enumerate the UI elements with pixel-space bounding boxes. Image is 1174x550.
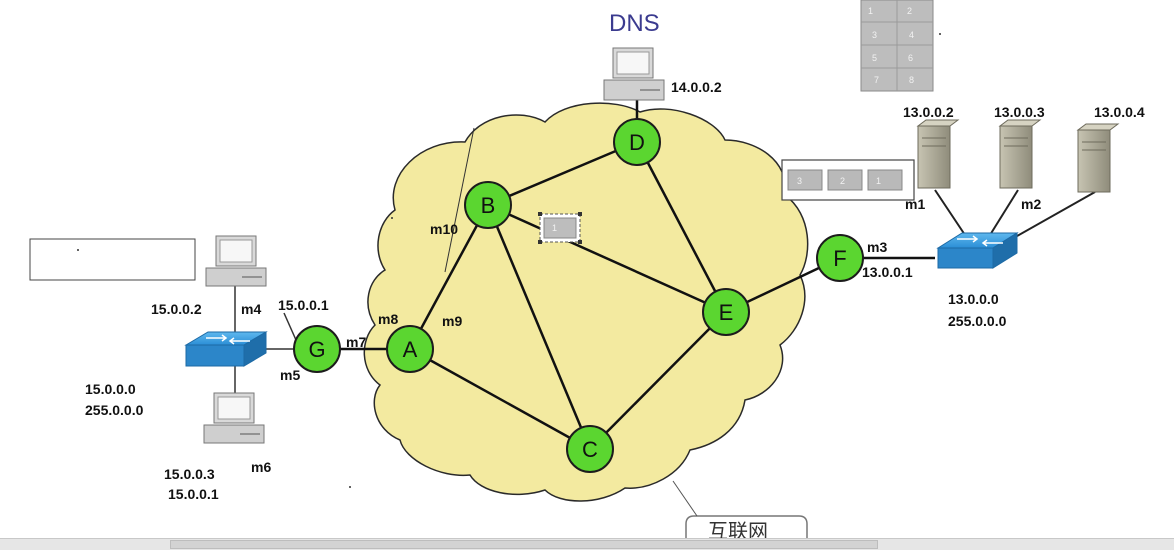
server-ip-13-0-0-4: 13.0.0.4 (1094, 104, 1145, 120)
grid-number-2: 2 (907, 6, 912, 16)
grid-number-1: 1 (868, 6, 873, 16)
grid-number-8: 8 (909, 75, 914, 85)
mac-m7-label: m7 (346, 334, 366, 350)
mac-m9-label: m9 (442, 313, 462, 329)
router-f-ip-label: 13.0.0.1 (862, 264, 913, 280)
dns-ip-label: 14.0.0.2 (671, 79, 722, 95)
host-ip-15-0-0-3: 15.0.0.3 (164, 466, 215, 482)
net13-address-label: 13.0.0.0 (948, 291, 999, 307)
server-ip-13-0-0-2: 13.0.0.2 (903, 104, 954, 120)
net13-mask-label: 255.0.0.0 (948, 313, 1007, 329)
router-f[interactable]: F (816, 234, 864, 282)
host-ip-15-0-0-2: 15.0.0.2 (151, 301, 202, 317)
host-15-0-0-3-computer[interactable] (203, 392, 265, 444)
server-13-0-0-2[interactable] (916, 119, 960, 189)
packet-grid[interactable]: 1 2 3 4 5 6 7 8 (860, 0, 934, 92)
packet-strip[interactable]: 3 2 1 (781, 159, 915, 201)
mac-m2-label: m2 (1021, 196, 1041, 212)
router-c-label: C (582, 437, 598, 462)
grid-number-5: 5 (872, 53, 877, 63)
router-f-label: F (833, 246, 846, 271)
router-e-label: E (719, 300, 734, 325)
router-b-label: B (481, 193, 496, 218)
strip-number-1: 3 (797, 176, 802, 186)
grid-number-4: 4 (909, 30, 914, 40)
mac-m1-label: m1 (905, 196, 925, 212)
grid-number-3: 3 (872, 30, 877, 40)
router-e[interactable]: E (702, 288, 750, 336)
grid-number-7: 7 (874, 75, 879, 85)
packet-box[interactable]: 1 (538, 212, 582, 244)
router-b[interactable]: B (464, 181, 512, 229)
strip-number-3: 1 (876, 176, 881, 186)
router-c[interactable]: C (566, 425, 614, 473)
server-13-0-0-4[interactable] (1076, 123, 1120, 193)
dns-computer[interactable] (603, 47, 665, 101)
router-g[interactable]: G (293, 325, 341, 373)
dns-label: DNS (609, 10, 660, 37)
right-lan-links (934, 189, 1096, 241)
mac-m5-label: m5 (280, 367, 300, 383)
server-ip-13-0-0-3: 13.0.0.3 (994, 104, 1045, 120)
strip-number-2: 2 (840, 176, 845, 186)
mac-m6-label: m6 (251, 459, 271, 475)
right-switch[interactable] (936, 232, 1019, 269)
router-g-ip-label: 15.0.0.1 (278, 297, 329, 313)
net15-address-label: 15.0.0.0 (85, 381, 136, 397)
left-switch[interactable] (184, 331, 268, 367)
internet-label-tab: 互联网 (672, 480, 808, 543)
packet-box-number: 1 (552, 223, 557, 233)
host-15-0-0-2-computer[interactable] (205, 235, 267, 287)
annotation-line (444, 127, 475, 273)
net15-mask-label: 255.0.0.0 (85, 402, 144, 418)
host-gateway-label: 15.0.0.1 (168, 486, 219, 502)
mac-m10-label: m10 (430, 221, 458, 237)
mac-m4-label: m4 (241, 301, 261, 317)
router-a[interactable]: A (386, 325, 434, 373)
server-13-0-0-3[interactable] (998, 119, 1042, 189)
mac-m8-label: m8 (378, 311, 398, 327)
empty-text-box[interactable] (29, 238, 196, 281)
mac-m3-label: m3 (867, 239, 887, 255)
router-d[interactable]: D (613, 118, 661, 166)
router-a-label: A (403, 337, 418, 362)
scrollbar-thumb[interactable] (170, 540, 878, 549)
grid-number-6: 6 (908, 53, 913, 63)
router-d-label: D (629, 130, 645, 155)
router-g-label: G (308, 337, 325, 362)
